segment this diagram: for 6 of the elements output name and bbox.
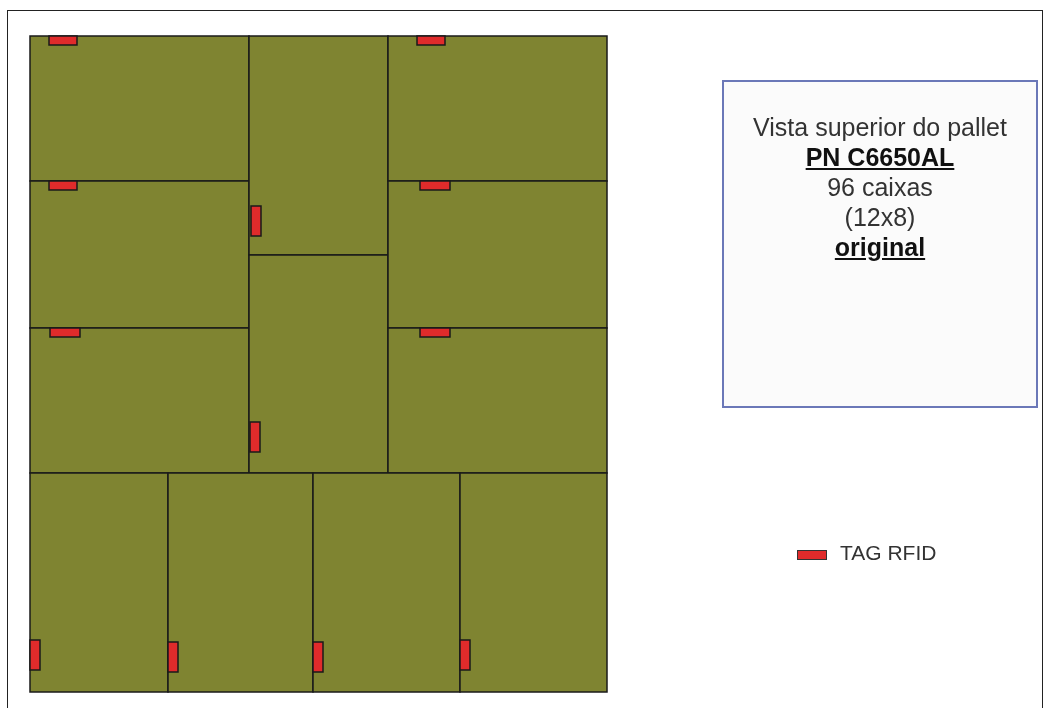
quantity-text: 96 caixas (12x8)	[826, 172, 934, 232]
legend-label: TAG RFID	[840, 541, 937, 565]
part-number: PN C6650AL	[805, 142, 955, 172]
status-text: original	[834, 232, 926, 262]
info-box	[722, 80, 1038, 408]
heading-text: Vista superior do pallet	[753, 112, 1007, 142]
